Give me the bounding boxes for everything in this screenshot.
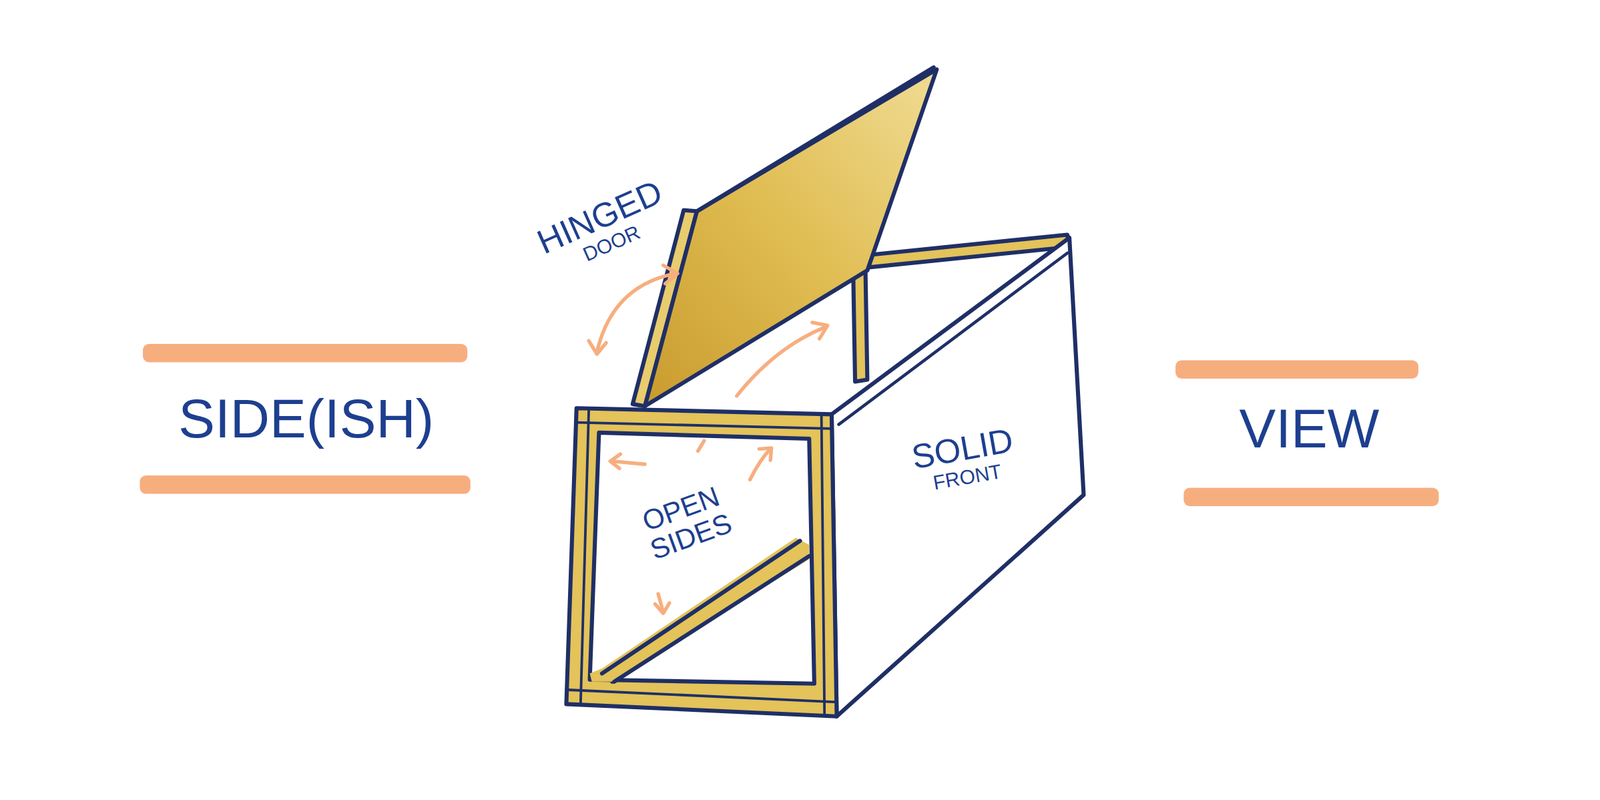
side-opening <box>590 432 815 684</box>
frame-joint <box>580 409 589 704</box>
frame-joint <box>821 413 826 714</box>
frame-joint <box>576 422 832 429</box>
brace-edge <box>614 556 810 682</box>
frame-joint <box>567 689 838 702</box>
brace-edge <box>602 540 801 674</box>
callout-arrows <box>588 264 828 613</box>
view-title: SIDE(ISH) <box>178 389 434 448</box>
solid-front-panel <box>831 237 1085 717</box>
part-label: HINGED DOOR <box>527 171 681 282</box>
front-edge <box>839 252 1068 425</box>
view-title: VIEW <box>1239 399 1380 458</box>
door-top <box>696 67 934 211</box>
brace-fill <box>590 537 810 681</box>
side-frame <box>566 407 837 716</box>
hinged-door <box>644 69 937 406</box>
